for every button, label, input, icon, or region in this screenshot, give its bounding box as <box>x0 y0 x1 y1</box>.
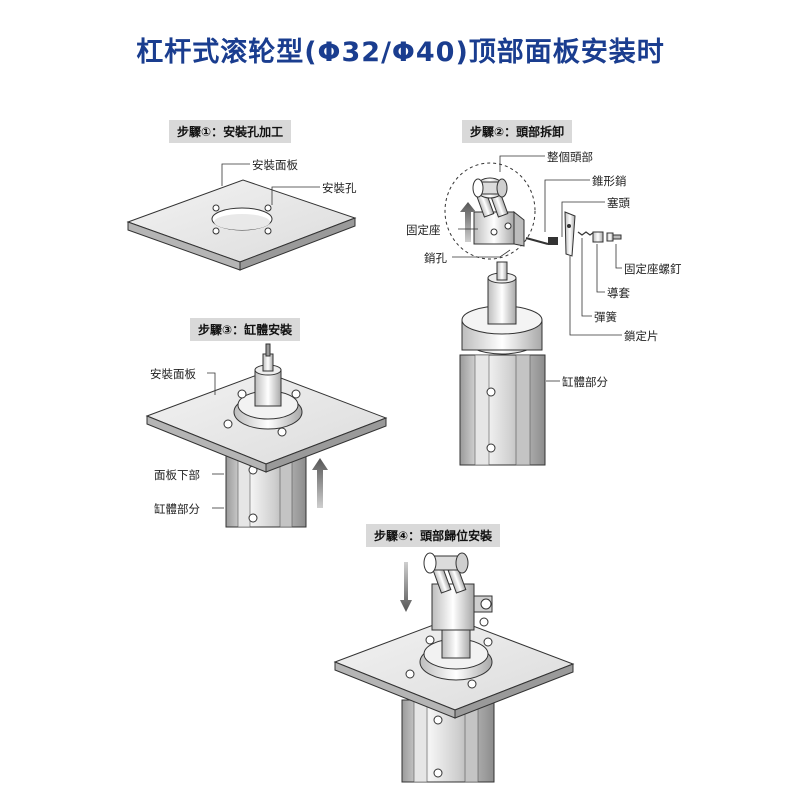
step2-cylinder <box>459 261 546 466</box>
step2-taper-pin-label: 錐形銷 <box>592 174 627 188</box>
step3-assembly <box>145 343 388 528</box>
step3-panel-bottom-label: 面板下部 <box>154 468 200 482</box>
step2-pin-hole-label: 銷孔 <box>424 251 447 265</box>
step4-down-arrow <box>400 562 412 612</box>
page-title: 杠杆式滚轮型(Φ32/Φ40)顶部面板安装时 <box>136 37 665 68</box>
step2-plug-label: 塞頭 <box>607 196 630 210</box>
head-highlight-circle <box>444 162 536 260</box>
step4-assembly <box>333 552 575 783</box>
step2-cylinder-label: 缸體部分 <box>562 375 608 389</box>
step4-label: 步驟④：頭部歸位安裝 <box>366 524 501 547</box>
step2-spring-label: 彈簧 <box>594 310 617 324</box>
step2-label: 步驟②：頭部拆卸 <box>462 120 573 143</box>
step1-panel-label: 安裝面板 <box>252 158 298 172</box>
step1-panel <box>126 179 357 271</box>
step2-head-label: 整個頭部 <box>547 150 593 164</box>
step2-head <box>472 177 525 247</box>
step2-up-arrow <box>460 202 476 242</box>
step1-hole-label: 安裝孔 <box>322 181 357 195</box>
step2-fixed-seat-label: 固定座 <box>406 223 441 237</box>
step3-cylinder-label: 缸體部分 <box>154 502 200 516</box>
step3-up-arrow <box>312 458 328 508</box>
step2-small-parts <box>525 211 622 257</box>
step2-lock-plate-label: 鎖定片 <box>624 329 659 343</box>
step3-label: 步驟③：缸體安裝 <box>190 318 301 341</box>
step3-panel-label: 安裝面板 <box>150 367 196 381</box>
step1-label: 步驟①：安裝孔加工 <box>169 120 292 143</box>
step2-seat-screw-label: 固定座螺釘 <box>624 262 682 276</box>
step2-guide-sleeve-label: 導套 <box>607 286 630 300</box>
